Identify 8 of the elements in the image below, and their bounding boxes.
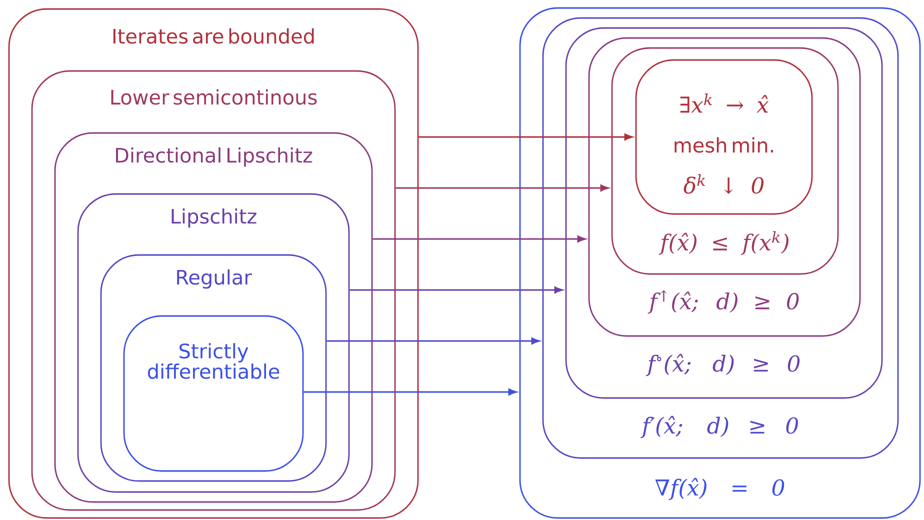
arrow	[372, 236, 586, 242]
arrow	[396, 184, 610, 192]
rounded-box: Strictly differentiable	[123, 315, 304, 472]
arrow	[304, 388, 518, 396]
arrow	[418, 134, 634, 140]
rounded-box: ∃x$^{k}$ → x̂ mesh min. δ$^{k}$ ↓ 0	[635, 59, 813, 215]
arrow	[350, 286, 564, 294]
arrow	[326, 338, 540, 344]
